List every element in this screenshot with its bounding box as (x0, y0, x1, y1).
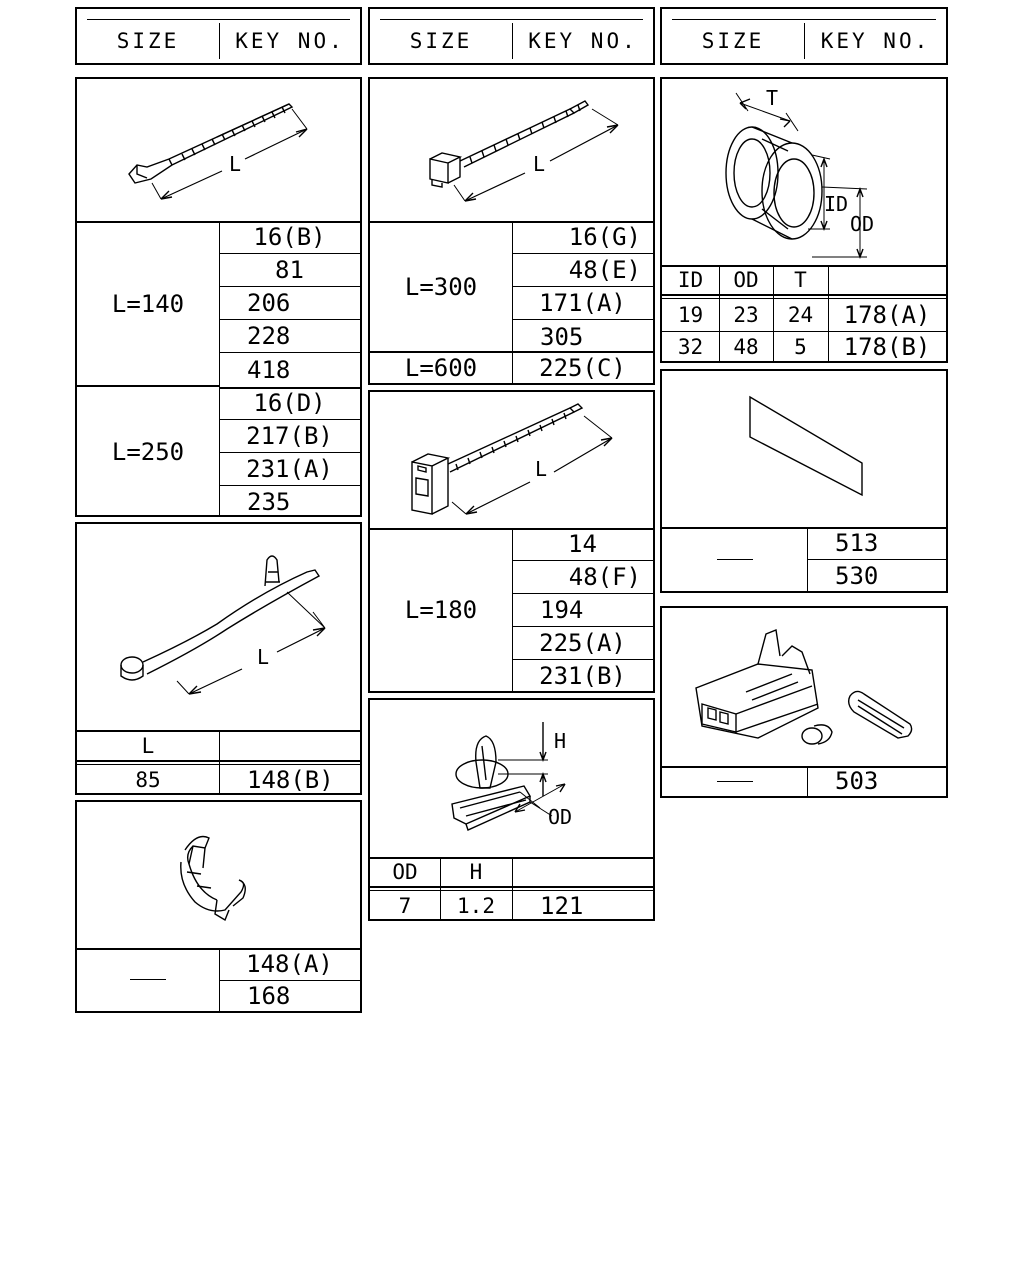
key-number: 305 (540, 322, 584, 351)
strap-dimension-l: L (257, 645, 269, 669)
clip-h-value: 1.2 (457, 893, 495, 918)
key-number: 503 (835, 767, 879, 795)
grommet-od: 48 (733, 334, 759, 359)
size-cell: L=140 (111, 290, 185, 318)
header-key-label: KEY NO. (804, 23, 946, 59)
key-number: 48(F) (568, 563, 641, 591)
header-col-3: SIZE KEY NO. (660, 7, 948, 65)
size-cell (662, 766, 807, 796)
col-header-od: OD (733, 268, 759, 292)
key-number: 228 (247, 322, 291, 350)
key-number: 148(A) (246, 950, 333, 978)
clip-holder-illustration (77, 802, 360, 950)
key-number: 194 (540, 596, 584, 624)
key-number: 418 (247, 355, 291, 384)
size-cell (77, 948, 219, 1011)
key-number: 171(A) (539, 289, 626, 317)
panel-grommet: T ID OD ID OD T 19 23 24 178(A) 32 48 5 … (660, 77, 948, 363)
size-cell: L=180 (404, 595, 478, 624)
connector-illustration (662, 608, 946, 768)
key-number: 235 (247, 487, 291, 516)
strap-length: 85 (135, 767, 161, 792)
key-number: 530 (835, 561, 879, 590)
tape-illustration (662, 371, 946, 529)
cable-tie-illustration: L (77, 79, 360, 223)
key-number: 513 (835, 529, 879, 557)
panel-cable-tie-180: L L=180 14 48(F) 194 225(A) 231(B) (368, 390, 655, 693)
key-number: 225(C) (539, 354, 626, 382)
header-col-1: SIZE KEY NO. (75, 7, 362, 65)
key-number: 178(A) (843, 301, 931, 329)
grommet-illustration: T ID OD (662, 79, 946, 267)
panel-strap: L L 85 148(B) (75, 522, 362, 795)
col-header-l: L (141, 734, 155, 758)
no-size-dash (130, 979, 166, 980)
key-number: 16(D) (253, 389, 326, 417)
panel-cable-tie-140-250: L L=140 16(B) 81 206 228 418 L=250 16(D)… (75, 77, 362, 517)
grommet-t: 5 (794, 334, 807, 359)
col-header-h: H (469, 860, 483, 884)
tie-dimension-l: L (533, 152, 545, 176)
grommet-od-label: OD (850, 212, 874, 236)
header-size-label: SIZE (409, 29, 473, 53)
strap-illustration: L (77, 524, 360, 732)
tie-dimension-l: L (229, 152, 241, 176)
col-header-od: OD (392, 860, 418, 884)
key-number: 121 (540, 891, 584, 920)
cable-tie-long-illustration: L (370, 79, 653, 223)
no-size-dash (716, 558, 753, 560)
size-cell (662, 527, 807, 591)
header-key-label: KEY NO. (219, 23, 360, 59)
grommet-od: 23 (733, 303, 759, 327)
header-size-label: SIZE (701, 29, 765, 53)
grommet-id-label: ID (824, 192, 848, 216)
key-number: 206 (247, 289, 291, 317)
header-size-label: SIZE (116, 29, 180, 53)
clip-od-value: 7 (398, 893, 412, 918)
header-col-2: SIZE KEY NO. (368, 7, 655, 65)
grommet-t: 24 (787, 303, 814, 327)
key-number: 225(A) (539, 629, 626, 657)
key-number: 231(A) (246, 455, 333, 483)
tie-dimension-l: L (535, 457, 547, 481)
panel-cable-tie-300-600: L L=300 16(G) 48(E) 171(A) 305 L=600 225… (368, 77, 655, 385)
size-cell: L=250 (111, 438, 185, 466)
key-number: 16(B) (253, 223, 326, 251)
push-clip-od-label: OD (548, 805, 572, 829)
grommet-id: 32 (677, 334, 704, 359)
col-header-id: ID (677, 268, 704, 292)
key-number: 178(B) (843, 332, 931, 361)
key-number: 81 (275, 256, 304, 284)
key-number: 231(B) (539, 661, 626, 690)
panel-connector: 503 (660, 606, 948, 798)
panel-tape: 513 530 (660, 369, 948, 593)
push-clip-h-label: H (554, 729, 566, 753)
size-cell: L=600 (404, 354, 478, 382)
header-key-label: KEY NO. (512, 23, 653, 59)
grommet-t-label: T (766, 86, 778, 110)
no-size-dash (716, 780, 753, 782)
key-number: 217(B) (246, 422, 333, 450)
panel-push-clip: H OD OD H 7 1.2 121 (368, 698, 655, 921)
size-cell: L=300 (404, 273, 478, 301)
cable-tie-mount-illustration: L (370, 392, 653, 530)
key-number: 168 (247, 982, 291, 1010)
key-number: 148(B) (247, 765, 334, 794)
panel-clip-holder: 148(A) 168 (75, 800, 362, 1013)
col-header-t: T (794, 268, 807, 292)
key-number: 16(G) (568, 223, 641, 251)
grommet-id: 19 (677, 303, 704, 327)
key-number: 14 (568, 530, 597, 558)
push-clip-illustration: H OD (370, 700, 653, 859)
key-number: 48(E) (568, 256, 641, 284)
